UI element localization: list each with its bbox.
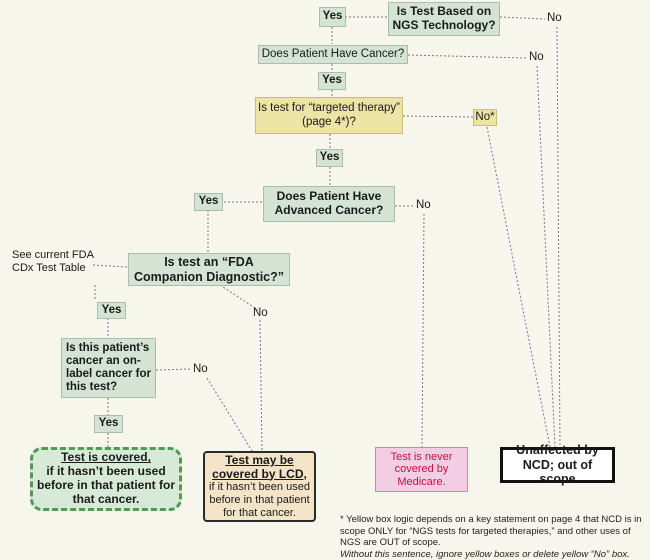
outcome-lcd-box: Test may be covered by LCD, if it hasn’t… [203, 451, 316, 522]
no-label-targeted: No* [473, 109, 497, 126]
yes-label-ngs: Yes [319, 7, 346, 27]
footnote: * Yellow box logic depends on a key stat… [340, 514, 645, 560]
no-label-cancer: No [529, 51, 544, 63]
outcome-covered-box: Test is covered, if it hasn’t been used … [30, 447, 182, 511]
footnote-text: * Yellow box logic depends on a key stat… [340, 514, 642, 549]
footnote-italic: Without this sentence, ignore yellow box… [340, 548, 630, 560]
outcome-out-of-scope-box: Unaffected by NCD; out of scope [500, 443, 615, 486]
covered-body: if it hasn’t been used before in that pa… [37, 464, 175, 506]
yes-label-onlabel: Yes [94, 415, 123, 433]
yes-label-advanced: Yes [194, 193, 223, 211]
fda-companion-question-box: Is test an “FDA Companion Diagnostic?” [128, 253, 290, 286]
cancer-question-box: Does Patient Have Cancer? [258, 45, 408, 64]
yes-label-cancer: Yes [318, 72, 346, 90]
on-label-question-box: Is this patient’s cancer an on- label ca… [61, 338, 156, 398]
no-label-onlabel: No [193, 363, 208, 375]
no-label-advanced: No [416, 199, 431, 211]
yes-label-fda: Yes [97, 302, 126, 319]
outcome-never-covered-box: Test is never covered by Medicare. [375, 447, 468, 492]
no-label-ngs: No [547, 12, 562, 24]
covered-title: Test is covered, [61, 450, 151, 465]
lcd-title: Test may be covered by LCD, [212, 452, 307, 481]
yes-label-targeted: Yes [316, 149, 343, 167]
no-label-fda: No [253, 307, 268, 319]
targeted-therapy-question-box: Is test for “targeted therapy” (page 4*)… [255, 97, 403, 134]
lcd-body: if it hasn’t been used before in that pa… [209, 481, 310, 519]
ngs-question-box: Is Test Based on NGS Technology? [388, 2, 500, 36]
advanced-cancer-question-box: Does Patient Have Advanced Cancer? [263, 186, 395, 222]
fda-table-note: See current FDA CDx Test Table [12, 249, 94, 275]
